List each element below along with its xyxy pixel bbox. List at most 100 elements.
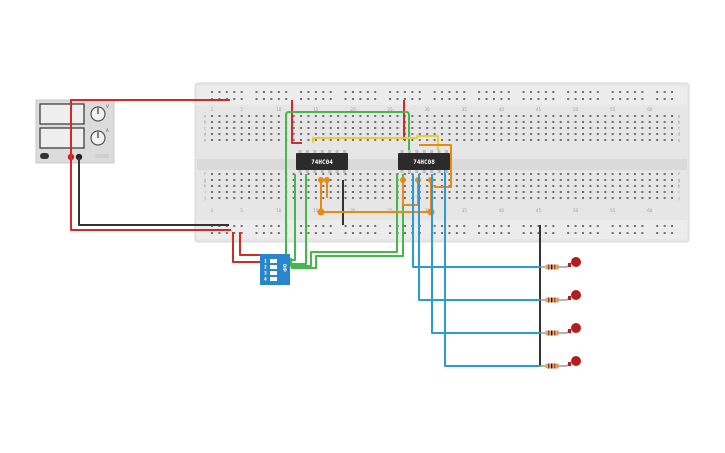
- terminal-hole[interactable]: [448, 179, 451, 181]
- terminal-hole[interactable]: [248, 197, 251, 199]
- terminal-hole[interactable]: [441, 197, 444, 199]
- terminal-hole[interactable]: [396, 133, 399, 135]
- terminal-hole[interactable]: [300, 127, 303, 129]
- terminal-hole[interactable]: [418, 139, 421, 141]
- terminal-hole[interactable]: [537, 185, 540, 187]
- terminal-hole[interactable]: [530, 197, 533, 199]
- terminal-hole[interactable]: [262, 121, 265, 123]
- rail-hole[interactable]: [507, 91, 510, 93]
- terminal-hole[interactable]: [671, 115, 674, 117]
- terminal-hole[interactable]: [552, 121, 555, 123]
- terminal-hole[interactable]: [403, 197, 406, 199]
- rail-hole[interactable]: [611, 225, 614, 227]
- terminal-hole[interactable]: [433, 115, 436, 117]
- terminal-hole[interactable]: [225, 139, 228, 141]
- rail-hole[interactable]: [552, 98, 555, 100]
- terminal-hole[interactable]: [314, 191, 317, 193]
- terminal-hole[interactable]: [619, 173, 622, 175]
- terminal-hole[interactable]: [544, 139, 547, 141]
- rail-hole[interactable]: [314, 98, 317, 100]
- terminal-hole[interactable]: [611, 173, 614, 175]
- terminal-hole[interactable]: [611, 127, 614, 129]
- terminal-hole[interactable]: [619, 185, 622, 187]
- terminal-hole[interactable]: [641, 133, 644, 135]
- terminal-hole[interactable]: [240, 173, 243, 175]
- terminal-hole[interactable]: [329, 185, 332, 187]
- terminal-hole[interactable]: [515, 197, 518, 199]
- terminal-hole[interactable]: [389, 139, 392, 141]
- terminal-hole[interactable]: [544, 185, 547, 187]
- terminal-hole[interactable]: [515, 191, 518, 193]
- terminal-hole[interactable]: [329, 197, 332, 199]
- terminal-hole[interactable]: [248, 133, 251, 135]
- terminal-hole[interactable]: [485, 127, 488, 129]
- terminal-hole[interactable]: [596, 185, 599, 187]
- terminal-hole[interactable]: [463, 173, 466, 175]
- rail-hole[interactable]: [218, 232, 221, 234]
- terminal-hole[interactable]: [552, 197, 555, 199]
- terminal-hole[interactable]: [530, 127, 533, 129]
- terminal-hole[interactable]: [507, 115, 510, 117]
- terminal-hole[interactable]: [448, 127, 451, 129]
- rail-hole[interactable]: [300, 232, 303, 234]
- terminal-hole[interactable]: [292, 115, 295, 117]
- rail-hole[interactable]: [671, 91, 674, 93]
- terminal-hole[interactable]: [470, 127, 473, 129]
- terminal-hole[interactable]: [277, 197, 280, 199]
- terminal-hole[interactable]: [351, 115, 354, 117]
- terminal-hole[interactable]: [663, 185, 666, 187]
- rail-hole[interactable]: [403, 232, 406, 234]
- rail-hole[interactable]: [389, 98, 392, 100]
- terminal-hole[interactable]: [530, 185, 533, 187]
- terminal-hole[interactable]: [455, 179, 458, 181]
- breadboard-holes[interactable]: [211, 91, 674, 234]
- rail-hole[interactable]: [485, 225, 488, 227]
- terminal-hole[interactable]: [433, 179, 436, 181]
- terminal-hole[interactable]: [559, 139, 562, 141]
- terminal-hole[interactable]: [567, 127, 570, 129]
- red-wire-rail-to-dip[interactable]: [232, 232, 262, 263]
- rail-hole[interactable]: [537, 98, 540, 100]
- terminal-hole[interactable]: [515, 133, 518, 135]
- terminal-hole[interactable]: [470, 115, 473, 117]
- rail-hole[interactable]: [574, 232, 577, 234]
- rail-hole[interactable]: [448, 91, 451, 93]
- terminal-hole[interactable]: [337, 185, 340, 187]
- terminal-hole[interactable]: [648, 185, 651, 187]
- terminal-hole[interactable]: [671, 121, 674, 123]
- terminal-hole[interactable]: [648, 133, 651, 135]
- terminal-hole[interactable]: [211, 185, 213, 187]
- terminal-hole[interactable]: [552, 185, 555, 187]
- terminal-hole[interactable]: [300, 115, 303, 117]
- rail-hole[interactable]: [277, 225, 280, 227]
- terminal-hole[interactable]: [300, 185, 303, 187]
- terminal-hole[interactable]: [604, 197, 607, 199]
- rail-hole[interactable]: [366, 232, 369, 234]
- terminal-hole[interactable]: [530, 173, 533, 175]
- terminal-hole[interactable]: [656, 179, 659, 181]
- terminal-hole[interactable]: [225, 133, 228, 135]
- terminal-hole[interactable]: [411, 133, 414, 135]
- terminal-hole[interactable]: [262, 191, 265, 193]
- terminal-hole[interactable]: [329, 179, 332, 181]
- terminal-hole[interactable]: [248, 179, 251, 181]
- terminal-hole[interactable]: [344, 191, 347, 193]
- rail-hole[interactable]: [270, 98, 273, 100]
- rail-hole[interactable]: [307, 232, 310, 234]
- terminal-hole[interactable]: [611, 197, 614, 199]
- chip-74hc04[interactable]: 74HC04: [296, 150, 348, 173]
- terminal-hole[interactable]: [381, 121, 384, 123]
- rail-hole[interactable]: [500, 91, 503, 93]
- terminal-hole[interactable]: [233, 133, 236, 135]
- terminal-hole[interactable]: [500, 139, 503, 141]
- terminal-hole[interactable]: [211, 197, 213, 199]
- rail-hole[interactable]: [300, 98, 303, 100]
- terminal-hole[interactable]: [448, 173, 451, 175]
- terminal-hole[interactable]: [463, 191, 466, 193]
- rail-hole[interactable]: [492, 98, 495, 100]
- rail-hole[interactable]: [582, 98, 584, 100]
- terminal-hole[interactable]: [344, 185, 347, 187]
- terminal-hole[interactable]: [611, 115, 614, 117]
- rail-hole[interactable]: [522, 98, 525, 100]
